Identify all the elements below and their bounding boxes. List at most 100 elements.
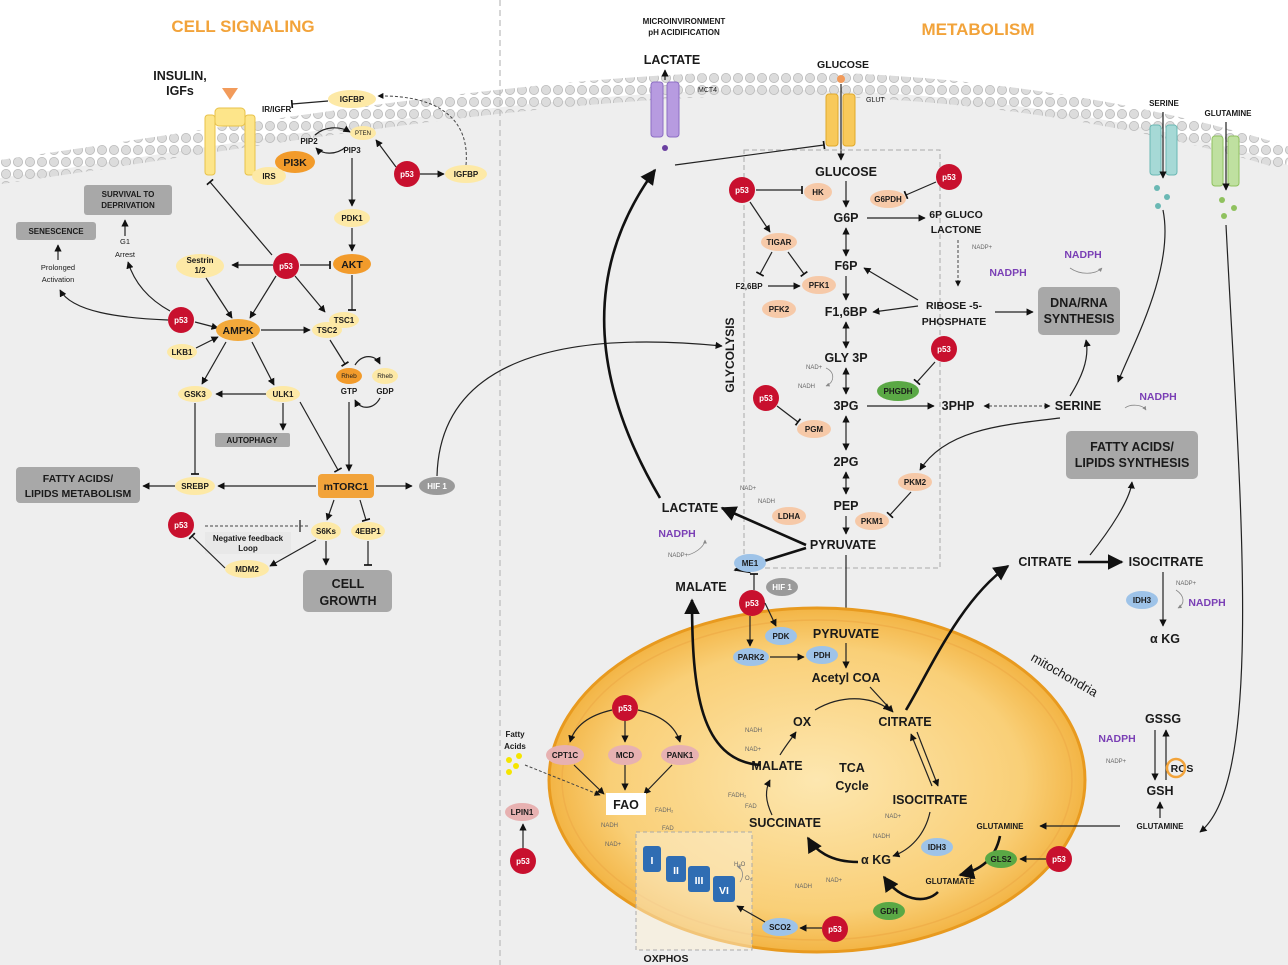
igfbp-label-top: IGFBP: [340, 95, 365, 104]
f26bp-label: F2,6BP: [735, 282, 763, 291]
akt-label: AKT: [341, 259, 363, 271]
pyruvate-cyto-label: PYRUVATE: [810, 538, 876, 552]
cell-growth-label-1: CELL: [332, 577, 365, 591]
idh3-label-cyto: IDH3: [1133, 596, 1152, 605]
nadh-label-glycolysis: NADH: [798, 384, 815, 390]
serine-extracellular-label: SERINE: [1149, 99, 1179, 108]
fadh2-label-succ: FADH₂: [728, 793, 747, 799]
pip3-label: PIP3: [343, 146, 361, 155]
prolonged-label: Prolonged: [41, 263, 75, 272]
arrest-label: Arrest: [115, 250, 136, 259]
akg-mito-label: α KG: [861, 853, 891, 867]
igfs-label: IGFs: [166, 84, 194, 98]
p53-node: p53: [510, 848, 536, 874]
rheb-gdp-label: Rheb: [377, 373, 393, 380]
pten-label: PTEN: [355, 131, 371, 137]
fatty-acids-label-2: Acids: [504, 742, 526, 751]
ulk1-label: ULK1: [273, 390, 294, 399]
serine-transporter: [1149, 124, 1178, 209]
survival-label-2: DEPRIVATION: [101, 201, 155, 210]
tsc1-label: TSC1: [334, 316, 355, 325]
svg-text:p53: p53: [759, 394, 773, 403]
p53-node: p53: [753, 385, 779, 411]
hif1-label-left: HIF 1: [427, 482, 447, 491]
nadph-label-gsh: NADPH: [1098, 733, 1135, 745]
negative-feedback-label-1: Negative feedback: [213, 534, 284, 543]
akg-cyto-label: α KG: [1150, 632, 1180, 646]
svg-text:I: I: [651, 855, 654, 867]
p53-node: p53: [273, 253, 299, 279]
gsh-label: GSH: [1146, 784, 1173, 798]
pi3k-node: [275, 151, 315, 173]
citrate-cyto-label: CITRATE: [1018, 555, 1071, 569]
ribose-label-1: RIBOSE -5-: [926, 300, 983, 312]
g6pdh-label: G6PDH: [874, 195, 902, 204]
survival-box: [84, 185, 172, 215]
glutamate-label: GLUTAMATE: [925, 877, 975, 886]
sestrin2-label: 1/2: [194, 266, 206, 275]
malate-cyto-label: MALATE: [675, 580, 726, 594]
svg-text:p53: p53: [279, 262, 293, 271]
svg-text:p53: p53: [828, 925, 842, 934]
pkm1-label: PKM1: [861, 517, 884, 526]
igfbp-label-right: IGFBP: [454, 170, 479, 179]
gly3p-label: GLY 3P: [824, 351, 867, 365]
p53-node: p53: [168, 307, 194, 333]
senescence-box: [16, 222, 96, 240]
svg-text:p53: p53: [516, 857, 530, 866]
mcd-label: MCD: [616, 751, 634, 760]
metabolism-header: METABOLISM: [921, 20, 1034, 39]
svg-text:p53: p53: [1052, 855, 1066, 864]
svg-text:p53: p53: [618, 704, 632, 713]
svg-text:II: II: [673, 865, 679, 877]
autophagy-label: AUTOPHAGY: [227, 436, 279, 445]
pkm2-label: PKM2: [904, 478, 927, 487]
autophagy-box: [215, 433, 290, 447]
tsc2-label: TSC2: [317, 326, 338, 335]
oxphos-label: OXPHOS: [644, 953, 689, 965]
cell-growth-box: [303, 570, 392, 612]
ribose-label-2: PHOSPHATE: [922, 316, 987, 328]
fao-label: FAO: [613, 798, 639, 812]
mtorc1-label: mTORC1: [324, 481, 369, 493]
nad-label-malate: NAD+: [745, 747, 762, 753]
glutamine-transporter: [1211, 135, 1240, 219]
glutamine-cyto-label: GLUTAMINE: [1137, 822, 1185, 831]
nadh-label-iso: NADH: [873, 834, 890, 840]
glut-transporter: [825, 93, 856, 147]
svg-text:p53: p53: [174, 521, 188, 530]
irs-label: IRS: [262, 172, 276, 181]
2pg-label: 2PG: [833, 455, 858, 469]
glut-label: GLUT: [866, 97, 885, 104]
fatty-acid-dots: [506, 753, 522, 775]
s6ks-label: S6Ks: [316, 527, 337, 536]
nadh-label-fao: NADH: [601, 823, 618, 829]
nadph-label-ppp: NADPH: [989, 267, 1026, 279]
tigar-label: TIGAR: [767, 238, 792, 247]
svg-text:p53: p53: [937, 345, 951, 354]
cell-signaling-header: CELL SIGNALING: [171, 17, 314, 36]
microenvironment-label: MICROINVIRONMENT: [643, 17, 726, 26]
gdh-label: GDH: [880, 907, 898, 916]
nad-label-ldha: NAD+: [740, 486, 757, 492]
lactate-cyto-label: LACTATE: [662, 501, 718, 515]
nad-label-akg: NAD+: [826, 878, 843, 884]
svg-text:III: III: [695, 875, 704, 887]
nadph-label-me1: NADPH: [658, 528, 695, 540]
f6p-label: F6P: [835, 259, 858, 273]
fatty-lipid-metab-label-1: FATTY ACIDS/: [43, 473, 113, 485]
complex-i: I: [643, 846, 661, 872]
gls2-label: GLS2: [991, 855, 1012, 864]
gsk3-label: GSK3: [184, 390, 206, 399]
survival-label-1: SURVIVAL TO: [102, 190, 155, 199]
nadp-label: NADP+: [972, 245, 993, 251]
pep-label: PEP: [833, 499, 858, 513]
ir-igfr-label: IR/IGFR: [262, 105, 292, 114]
complex-ii: II: [666, 856, 686, 882]
svg-text:VI: VI: [719, 885, 729, 897]
succinate-label: SUCCINATE: [749, 816, 821, 830]
p53-node: p53: [739, 590, 765, 616]
mct4-label: MCT4: [698, 87, 717, 94]
gssg-label: GSSG: [1145, 712, 1181, 726]
